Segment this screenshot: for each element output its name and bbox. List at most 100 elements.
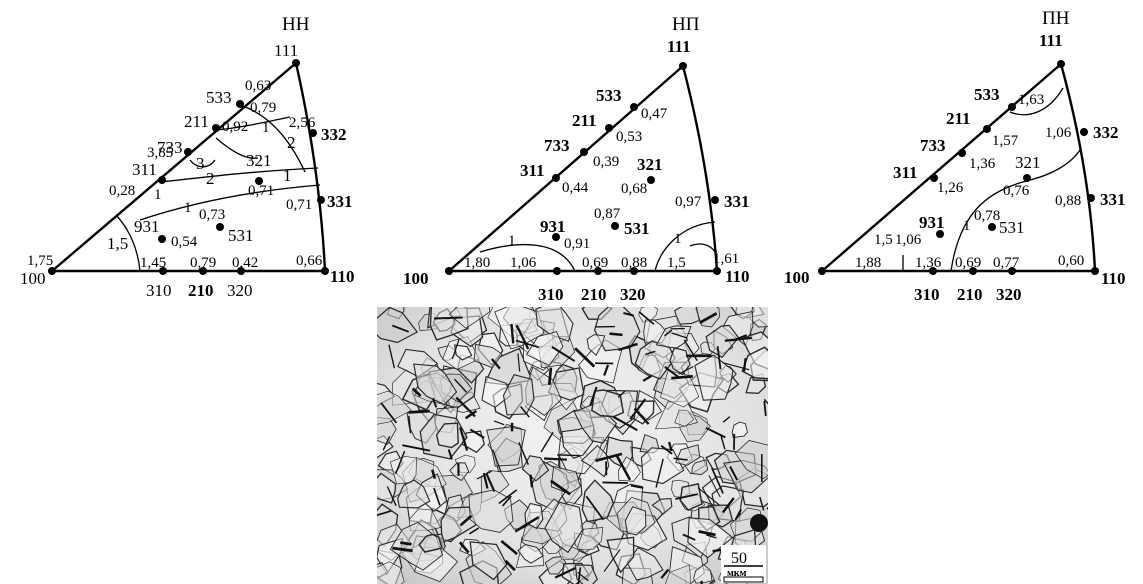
grain (435, 422, 459, 449)
twin-boundary (377, 509, 392, 517)
value-label: 1,36 (969, 156, 996, 172)
pole-dot (1087, 194, 1095, 202)
title-np: НП (672, 14, 700, 35)
twin-boundary (411, 387, 422, 397)
twin-boundary (682, 533, 696, 541)
edge-111-110 (1059, 63, 1097, 272)
pole-dot (236, 100, 244, 108)
value-label: 0,28 (109, 183, 135, 199)
twin-boundary (464, 409, 478, 420)
twin-boundary (392, 546, 413, 553)
pole-dot (969, 267, 977, 275)
pole-label: 531 (228, 226, 254, 245)
pole-dot (630, 103, 638, 111)
pole-label: 931 (134, 217, 160, 236)
grain (691, 459, 709, 476)
pole-label: 210 (957, 285, 983, 304)
value-label: 0,66 (296, 253, 323, 269)
twin-boundary (557, 454, 581, 457)
grain (397, 479, 431, 509)
value-label: 2 (287, 133, 296, 152)
value-label: 0,91 (564, 236, 590, 252)
grain (731, 421, 749, 439)
twin-boundary (400, 541, 412, 546)
pole-label: 110 (725, 267, 750, 286)
twin-boundary (618, 342, 638, 352)
value-label: 0,69 (955, 255, 981, 271)
value-label: 0,79 (250, 100, 276, 116)
value-label: 1,75 (27, 253, 53, 269)
twin-boundary (673, 457, 688, 461)
pole-label: 331 (724, 192, 750, 211)
value-label: 1 (283, 166, 292, 185)
grain (517, 543, 544, 564)
value-label: 0,47 (641, 106, 668, 122)
pole-dot (48, 267, 56, 275)
pole-label: 320 (996, 285, 1022, 304)
value-label: 2,56 (289, 115, 316, 131)
isoline (115, 214, 141, 272)
twin-boundary (697, 487, 720, 506)
pole-label: 211 (946, 109, 971, 128)
isoline (689, 243, 716, 253)
pole-dot (159, 267, 167, 275)
twin-boundary (642, 374, 653, 382)
pole-dot (445, 267, 453, 275)
pole-label: 311 (893, 163, 918, 182)
value-label: 1 (184, 200, 192, 216)
pole-dot (605, 124, 613, 132)
value-label: 1 (508, 233, 516, 249)
twin-boundary (430, 469, 437, 479)
grain (469, 541, 508, 581)
value-label: 1 (262, 120, 270, 136)
twin-boundary (501, 495, 512, 507)
grain (580, 444, 610, 478)
twin-boundary (615, 454, 632, 481)
pole-dot (818, 267, 826, 275)
twin-boundary (493, 420, 505, 426)
value-label: 3,85 (147, 145, 173, 161)
grain-structure (377, 307, 768, 584)
value-label: 1,45 (140, 255, 166, 271)
grain (581, 479, 615, 523)
twin-boundary (655, 458, 664, 488)
twin-boundary (660, 445, 673, 455)
pole-dot (1080, 128, 1088, 136)
twin-boundary (734, 509, 742, 521)
title-nn: НН (282, 14, 310, 35)
twin-boundary (391, 324, 410, 333)
twin-boundary (742, 358, 747, 372)
pole-label: 310 (914, 285, 940, 304)
twin-boundary (711, 467, 724, 494)
pole-dot (216, 223, 224, 231)
twin-boundary (518, 442, 529, 465)
pole-label: 111 (667, 37, 691, 56)
value-label: 0,63 (245, 78, 271, 94)
value-label: 0,68 (621, 181, 647, 197)
twin-boundary (589, 386, 598, 406)
edge-111-110 (294, 62, 327, 272)
value-label: 1,88 (855, 255, 881, 271)
grain (448, 307, 491, 329)
value-label: 0,78 (974, 208, 1000, 224)
twin-boundary (451, 339, 460, 360)
twin-boundary (402, 444, 431, 452)
pole-label: 311 (132, 160, 157, 179)
isoline (139, 184, 321, 221)
grain (591, 389, 625, 418)
twin-boundary (554, 567, 576, 579)
pole-dot (309, 129, 317, 137)
twin-boundary (388, 344, 396, 369)
pole-dot (983, 125, 991, 133)
twin-boundary (683, 339, 698, 361)
pole-label: 332 (1093, 123, 1119, 142)
pole-dot (255, 177, 263, 185)
grain (687, 517, 734, 559)
grain (606, 536, 635, 574)
pole-label: 110 (1101, 269, 1126, 288)
twin-boundary (529, 474, 534, 488)
pole-dot (292, 59, 300, 67)
pole-dot (594, 267, 602, 275)
twin-boundary (540, 431, 554, 453)
